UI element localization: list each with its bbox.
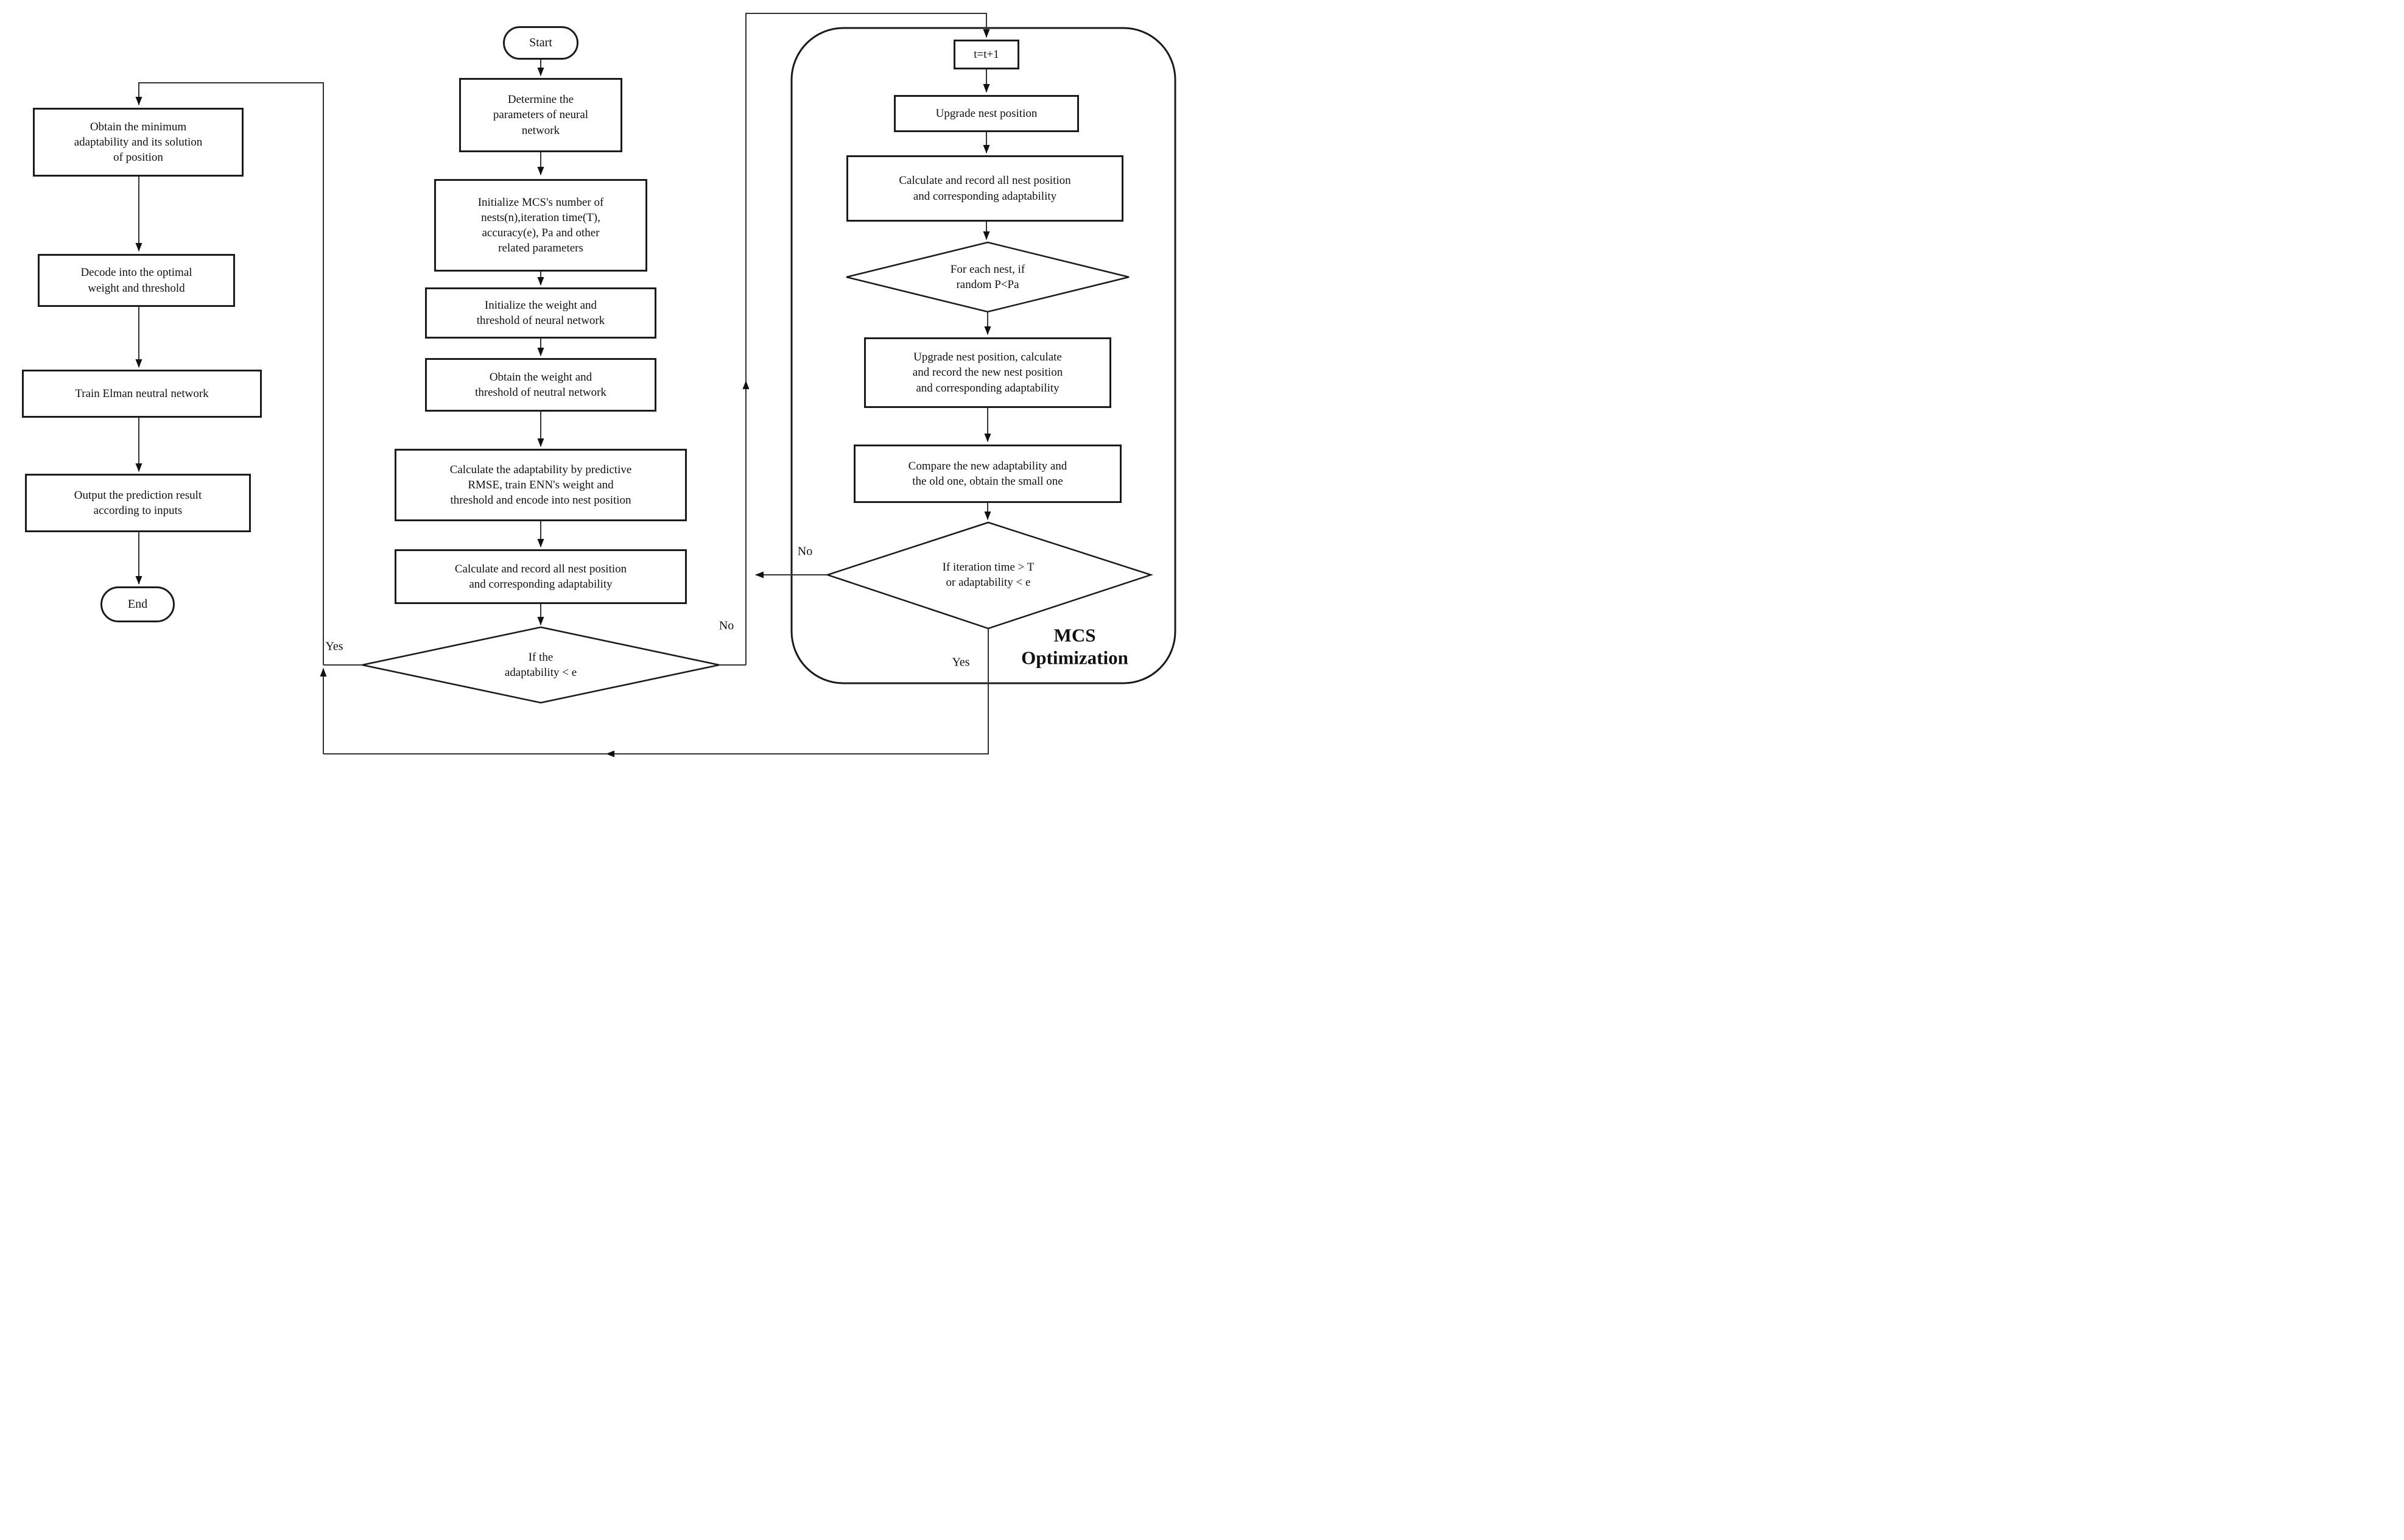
process-output-prediction: Output the prediction result according t… [25, 474, 251, 532]
edge-no-to-t [745, 13, 990, 381]
mcs-optimization-container [790, 27, 1176, 684]
process-initialize-weight: Initialize the weight and threshold of n… [425, 287, 656, 339]
process-calculate-record-right: Calculate and record all nest position a… [846, 155, 1123, 222]
process-decode-optimal: Decode into the optimal weight and thres… [38, 254, 235, 307]
edge-yes-to-obtainmin [135, 82, 324, 665]
mcs-optimization-caption: MCS Optimization [1021, 624, 1128, 668]
process-calculate-record-mid: Calculate and record all nest position a… [395, 549, 687, 604]
decision-if-adaptability [362, 626, 720, 704]
branch-label-no-loop: No [797, 544, 813, 558]
decision-if-iteration [825, 521, 1154, 630]
process-initialize-mcs: Initialize MCS's number of nests(n),iter… [434, 179, 647, 272]
connector-layer [135, 13, 1176, 758]
start-terminator: Start [503, 26, 578, 60]
process-train-elman: Train Elman neutral network [22, 370, 262, 418]
branch-label-no-middle: No [719, 619, 734, 633]
process-upgrade-nest: Upgrade nest position [894, 95, 1079, 132]
end-terminator: End [100, 586, 175, 622]
branch-label-yes-middle: Yes [325, 639, 343, 653]
process-determine-parameters: Determine the parameters of neural netwo… [459, 78, 622, 152]
edge-mcs-yes-bottom [606, 628, 989, 758]
process-calculate-adaptability: Calculate the adaptability by predictive… [395, 449, 687, 521]
process-obtain-minimum: Obtain the minimum adaptability and its … [33, 108, 244, 177]
branch-label-yes-loop: Yes [952, 655, 970, 669]
process-compare-adaptability: Compare the new adaptability and the old… [854, 445, 1122, 503]
flowchart-canvas: Start Determine the parameters of neural… [0, 0, 1202, 770]
process-t-increment: t=t+1 [954, 40, 1019, 69]
decision-for-each-nest [846, 241, 1130, 313]
process-obtain-weight: Obtain the weight and threshold of neutr… [425, 358, 656, 412]
process-upgrade-calculate-new: Upgrade nest position, calculate and rec… [864, 337, 1111, 408]
